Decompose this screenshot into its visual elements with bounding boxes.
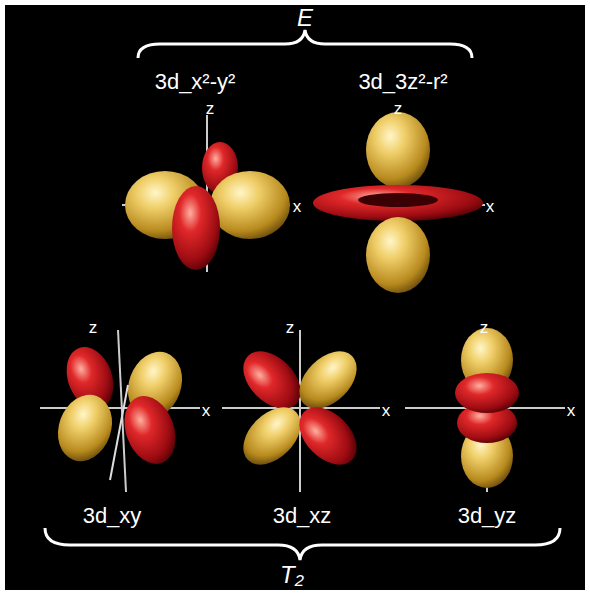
background-panel: E 3d_x²-y² 3d_3z²-r²z x z x z x z x z x 3d_xy 3d_xz 3d…	[5, 5, 585, 590]
axis-label: z	[89, 319, 98, 336]
orbital-name: 3d_yz	[458, 505, 517, 527]
axis-label: x	[202, 402, 211, 419]
axis-label: x	[293, 198, 302, 215]
orbital-name: 3d_3z²-r²	[358, 71, 447, 93]
orbital-dz2	[313, 112, 485, 293]
group-label: T₂	[280, 563, 304, 587]
orbital-dxy	[40, 330, 200, 492]
orbital-name: 3d_xy	[83, 505, 142, 527]
orbital-name: 3d_x²-y²	[155, 71, 236, 93]
orbital-dxz	[222, 330, 380, 492]
orbital-dx2y2	[122, 115, 290, 272]
group-brace	[45, 528, 560, 560]
orbital-illustration	[5, 5, 585, 590]
axis-label: z	[286, 319, 295, 336]
axis-label: x	[382, 402, 391, 419]
axis-label: x	[486, 198, 495, 215]
axis-label: z	[480, 319, 489, 336]
orbital-dyz	[405, 328, 565, 492]
group-brace	[138, 30, 472, 58]
group-label: E	[297, 6, 313, 30]
axis-label: z	[206, 100, 215, 117]
orbital-name: 3d_xz	[273, 505, 332, 527]
axis-label: x	[567, 402, 576, 419]
axis-label: z	[394, 100, 403, 117]
